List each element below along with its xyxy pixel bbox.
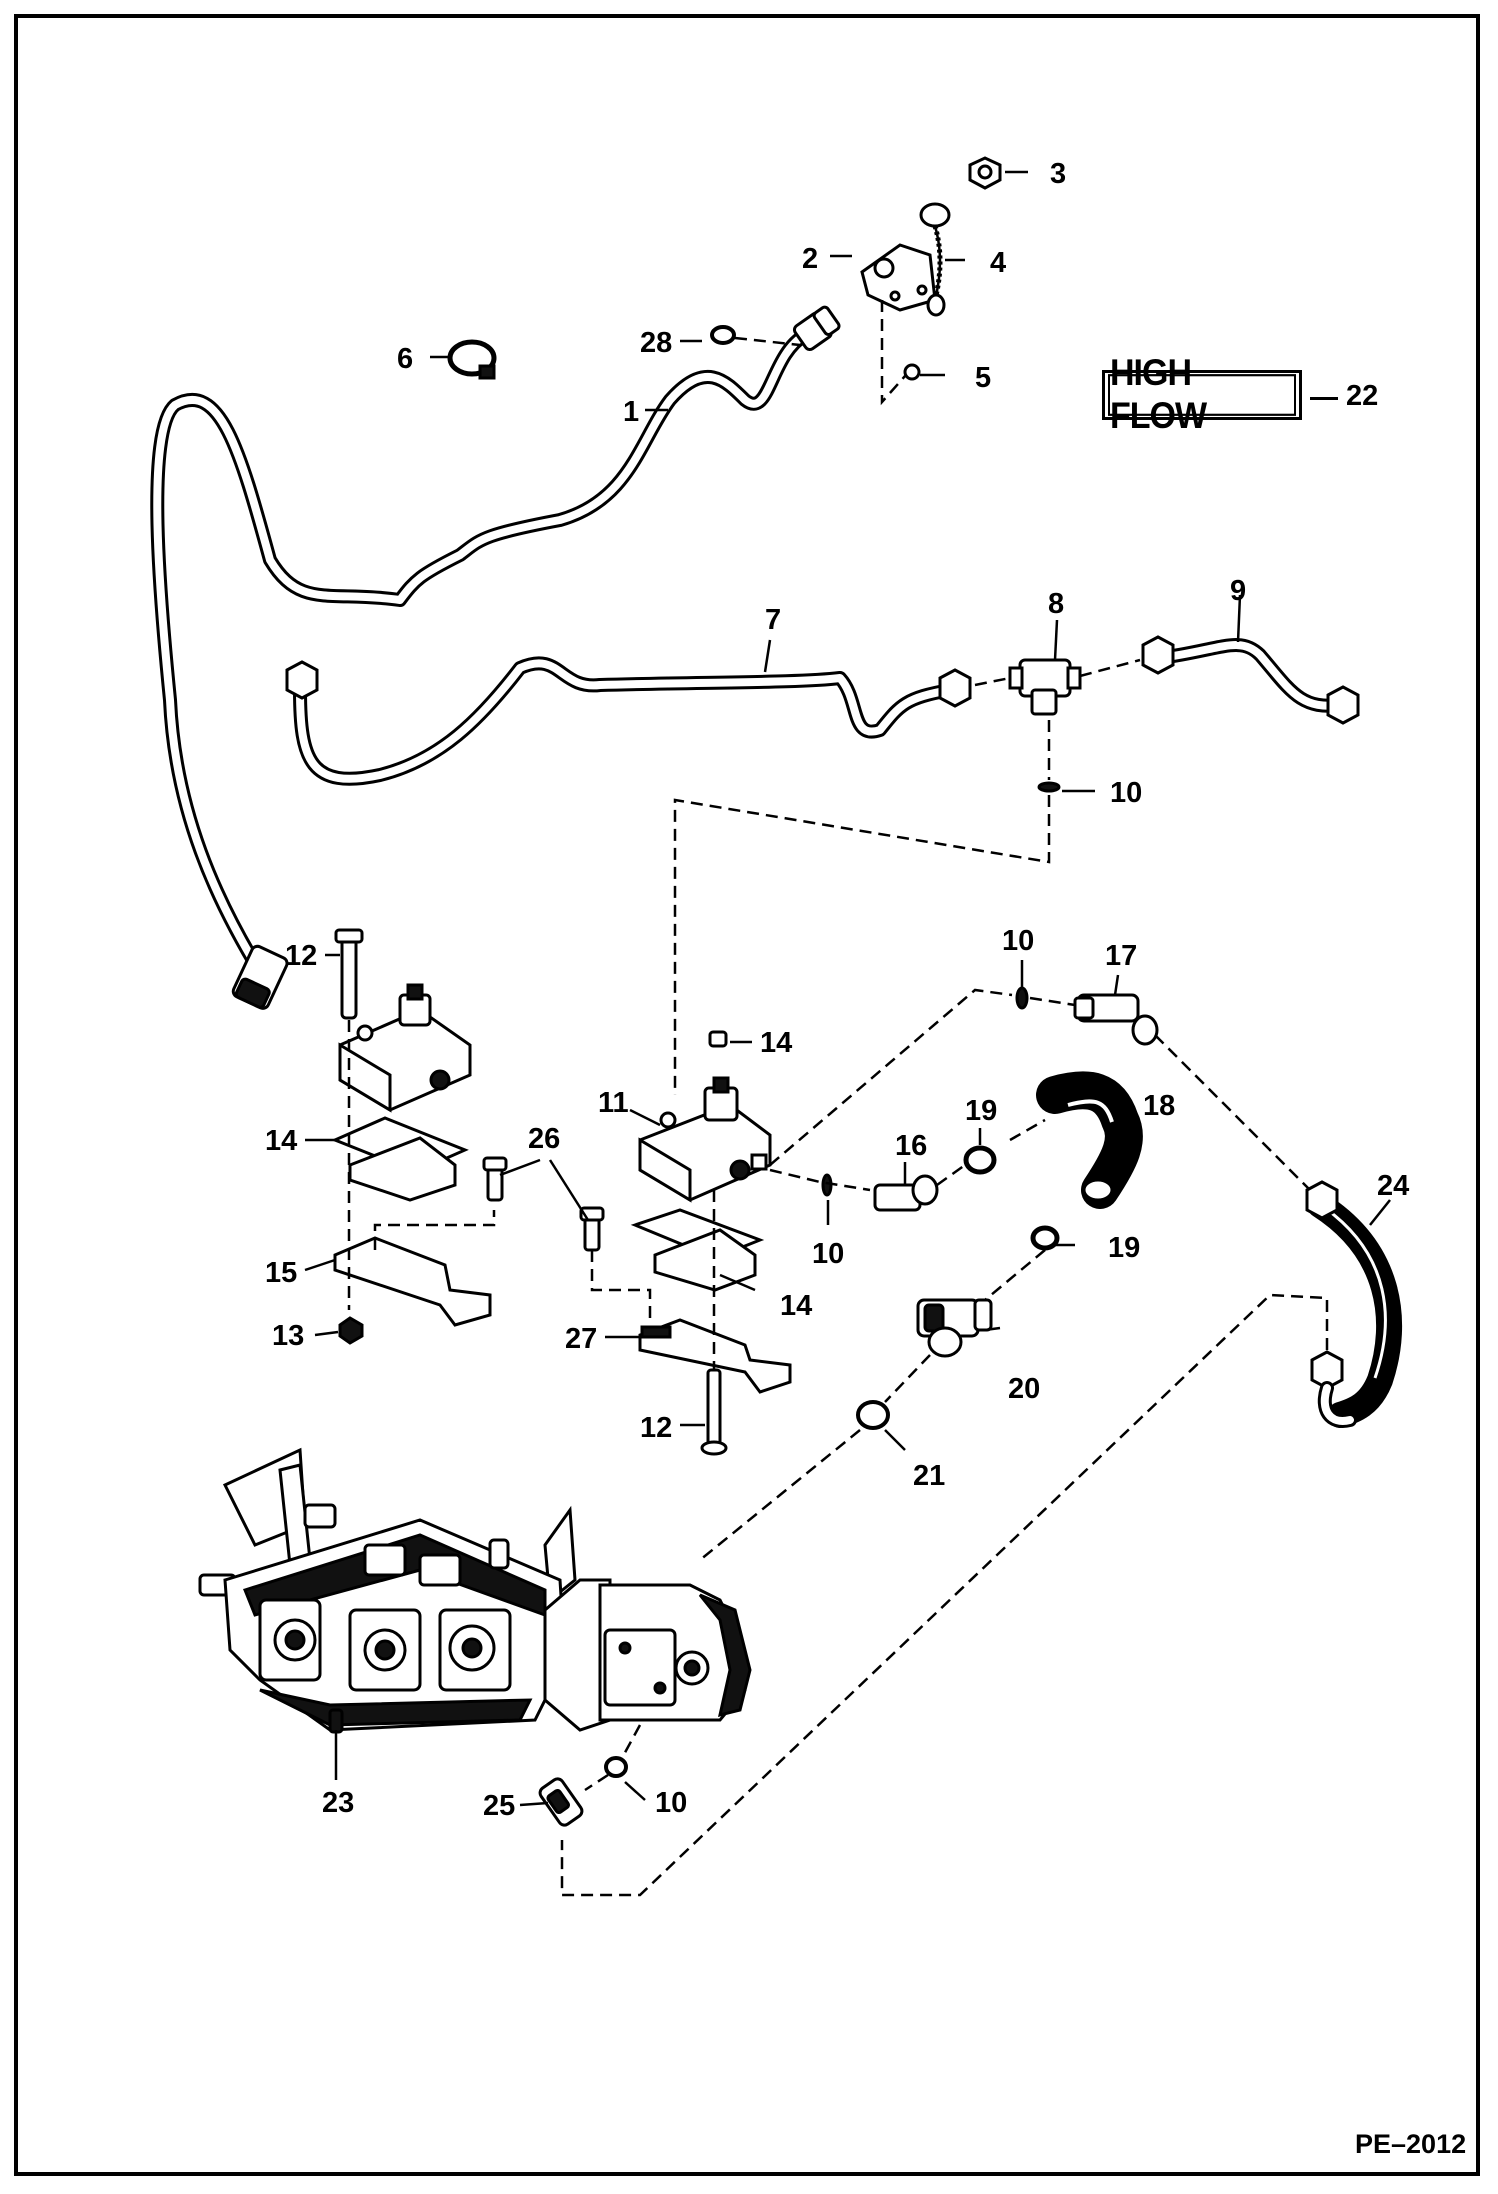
fitting-part-20	[916, 1298, 993, 1358]
callout-14c: 14	[780, 1290, 812, 1322]
leader	[499, 1158, 541, 1177]
callout-15: 15	[265, 1257, 297, 1289]
link	[880, 300, 906, 406]
callout-19a: 19	[965, 1095, 997, 1127]
callout-3: 3	[1050, 158, 1066, 190]
link	[734, 336, 801, 347]
link	[373, 1210, 496, 1250]
callout-18: 18	[1143, 1090, 1175, 1122]
callout-25: 25	[483, 1790, 515, 1822]
callout-23: 23	[322, 1787, 354, 1819]
high-flow-text: HIGH FLOW	[1108, 352, 1296, 437]
callout-12b: 12	[640, 1412, 672, 1444]
valve-left	[334, 928, 472, 1113]
fitting-part-17	[1073, 993, 1159, 1046]
link	[699, 1429, 861, 1561]
callout-4: 4	[990, 247, 1006, 279]
callout-21: 21	[913, 1460, 945, 1492]
page-code: PE–2012	[1355, 2129, 1467, 2159]
link	[769, 988, 1013, 1166]
link	[1029, 996, 1076, 1007]
hose-part-18	[1036, 1071, 1143, 1209]
nut-part-3	[968, 156, 1002, 190]
callout-10c: 10	[812, 1238, 844, 1270]
pump-assembly-part-23	[198, 1447, 752, 1734]
callout-14b: 14	[265, 1125, 297, 1157]
callout-22: 22	[1346, 380, 1379, 412]
bracket-part-27	[638, 1318, 792, 1394]
o-ring	[1015, 986, 1029, 1010]
bracket-part-2	[860, 243, 937, 312]
o-ring	[821, 1173, 833, 1197]
link	[1154, 1034, 1311, 1191]
callout-1: 1	[623, 396, 639, 428]
link	[584, 1773, 609, 1792]
high-flow-badge: HIGH FLOW	[1102, 352, 1302, 437]
link	[769, 1168, 871, 1192]
link	[1009, 1118, 1046, 1142]
o-ring-part-21	[856, 1400, 890, 1430]
bolt-part-12	[700, 1368, 728, 1456]
hose-part-24	[1305, 1180, 1403, 1428]
callout-7: 7	[765, 604, 781, 636]
callout-27: 27	[565, 1323, 597, 1355]
callout-17: 17	[1105, 940, 1137, 972]
o-ring	[1037, 781, 1061, 793]
plate-part-14	[630, 1208, 765, 1292]
bracket-part-15	[333, 1236, 492, 1327]
plate-part-14	[331, 1116, 469, 1202]
callout-11: 11	[598, 1087, 629, 1119]
link	[1079, 658, 1141, 678]
callout-16: 16	[895, 1130, 927, 1162]
callout-8: 8	[1048, 588, 1064, 620]
callout-10d: 10	[655, 1787, 687, 1819]
clamp-part-6	[447, 339, 497, 380]
link	[620, 1724, 642, 1759]
tube-line-7	[285, 656, 972, 786]
clamp-part-19	[963, 1145, 997, 1175]
drawing-frame	[14, 14, 1480, 2176]
nut-part-13	[338, 1316, 364, 1345]
clamp-part-19	[1030, 1225, 1060, 1251]
callout-6: 6	[397, 343, 413, 375]
callout-13: 13	[272, 1320, 304, 1352]
fitting-part-25	[538, 1777, 584, 1827]
badge-leader	[1310, 397, 1338, 400]
callout-5: 5	[975, 362, 991, 394]
callout-9: 9	[1230, 575, 1246, 607]
link	[673, 795, 1051, 1095]
link	[560, 1293, 1329, 1897]
link	[884, 1354, 931, 1403]
screw-part-5	[903, 363, 921, 381]
bolt-part-26	[482, 1156, 605, 1252]
valve-part-11	[638, 1030, 772, 1203]
callout-28: 28	[640, 327, 672, 359]
callout-14a: 14	[760, 1027, 792, 1059]
tee-part-8	[1008, 658, 1082, 716]
callout-10b: 10	[1002, 925, 1034, 957]
fitting-part-16	[873, 1174, 939, 1212]
link	[974, 676, 1011, 687]
clip-part-28	[710, 325, 736, 345]
callout-labels: 3 2 4 28 6 5 1 7 8 9 10 12 10 17 14 11 1…	[265, 158, 1409, 1822]
leader-lines	[304, 170, 1391, 1807]
link	[984, 1249, 1046, 1301]
link	[590, 1250, 652, 1320]
callout-20: 20	[1008, 1373, 1040, 1405]
callout-26: 26	[528, 1123, 560, 1155]
leader	[984, 1326, 1001, 1332]
fitting	[792, 305, 841, 352]
callout-10a: 10	[1110, 777, 1142, 809]
o-ring	[604, 1756, 628, 1778]
callout-24: 24	[1377, 1170, 1409, 1202]
callout-12a: 12	[285, 940, 317, 972]
leader	[548, 1159, 590, 1221]
link	[936, 1163, 966, 1187]
tube-line-1	[150, 328, 812, 1010]
cap-part-4	[919, 202, 951, 317]
tube-part-9	[1141, 635, 1360, 725]
callout-19b: 19	[1108, 1232, 1140, 1264]
callout-2: 2	[802, 243, 818, 275]
